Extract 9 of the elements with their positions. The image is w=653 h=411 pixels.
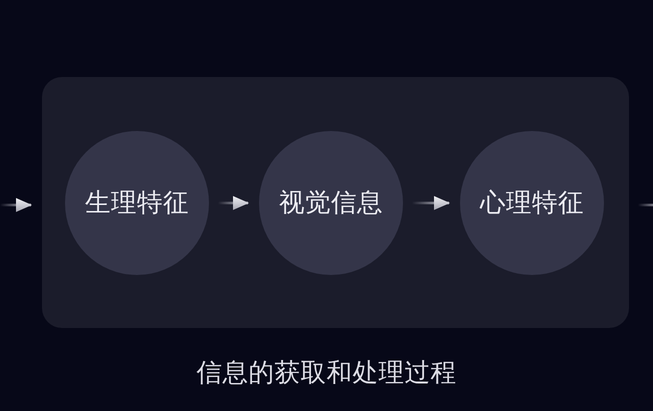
circle-node: 生理特征 [65,131,209,275]
connector-line [638,204,653,206]
circle-node: 心理特征 [460,131,604,275]
arrow [218,196,249,210]
arrow [412,196,450,210]
arrow [0,198,32,212]
caption: 信息的获取和处理过程 [196,358,456,388]
circle-node: 视觉信息 [259,131,403,275]
rounded-panel [42,77,629,328]
